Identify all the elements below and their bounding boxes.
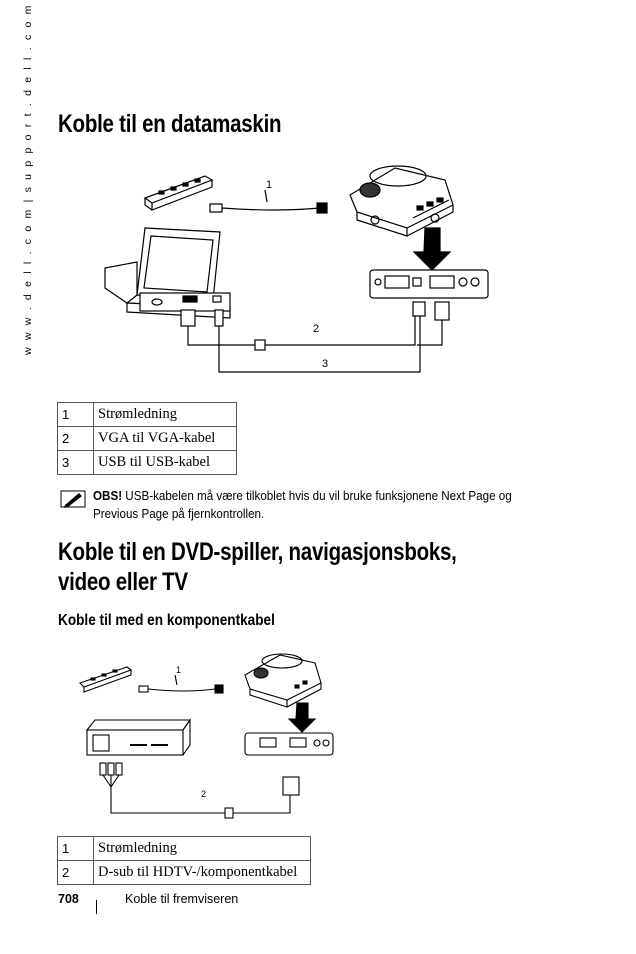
section-title-computer: Koble til en datamaskin — [58, 110, 282, 138]
footer-divider — [96, 900, 97, 914]
callout-1: 1 — [176, 665, 181, 675]
callout-3: 3 — [322, 358, 328, 370]
callout-2: 2 — [313, 323, 319, 335]
page-number: 708 — [58, 892, 79, 906]
footer-chapter: Koble til fremviseren — [125, 892, 239, 906]
note-pencil-icon — [60, 490, 86, 508]
section-title-dvd-line1: Koble til en DVD-spiller, navigasjonsbok… — [58, 538, 457, 566]
callout-1: 1 — [266, 179, 272, 191]
callout-2: 2 — [201, 789, 206, 799]
subsection-title-component: Koble til med en komponentkabel — [58, 612, 275, 629]
note-prefix: OBS! — [93, 489, 123, 503]
component-connection-diagram: 1 2 — [78, 653, 334, 819]
sidebar-url: w w w . d e l l . c o m | s u p p o r t … — [22, 3, 34, 355]
computer-connection-diagram: 1 2 3 — [104, 165, 489, 373]
note-text: USB-kabelen må være tilkoblet hvis du vi… — [93, 489, 512, 521]
section-title-dvd-line2: video eller TV — [58, 568, 188, 596]
